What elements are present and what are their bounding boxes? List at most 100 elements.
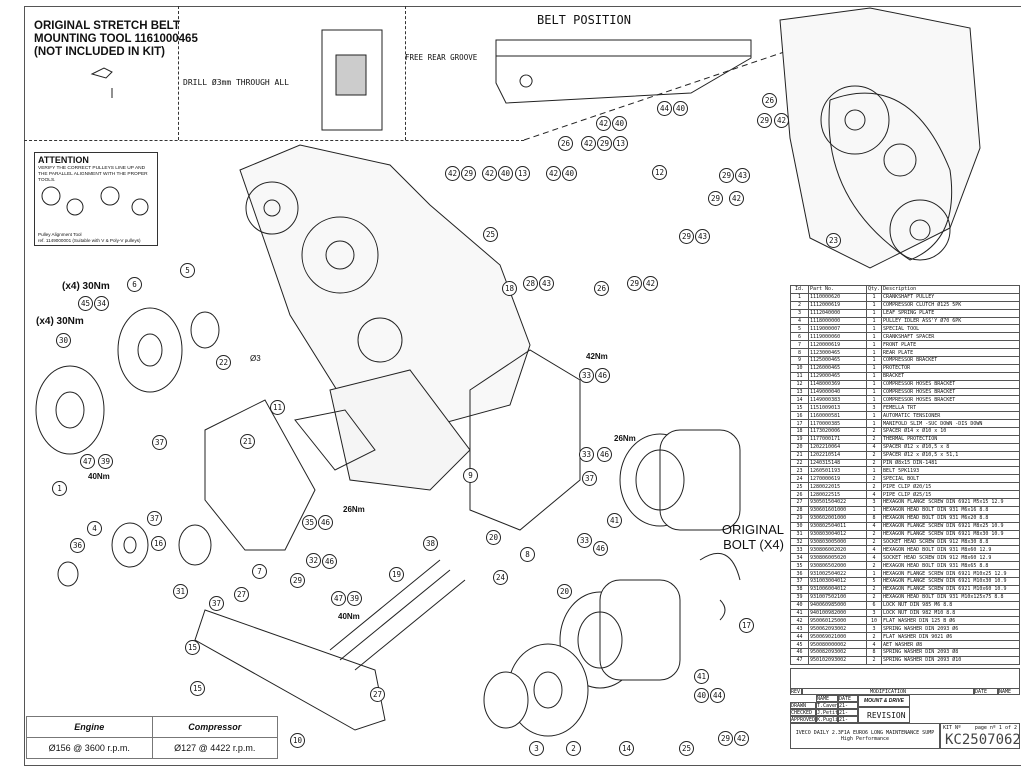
cell-part-no: 1123000465 — [808, 348, 867, 358]
cell-part-no: 940060985000 — [808, 600, 867, 610]
callout-bubble: 44 — [710, 688, 725, 703]
cell-description: COMPRESSOR HOSES BRACKET — [881, 395, 1020, 405]
cell-qty: 1 — [865, 363, 883, 373]
divider-diagonal — [523, 49, 791, 141]
cell-qty: 4 — [865, 442, 883, 452]
callout-bubble: 26 — [762, 93, 777, 108]
cell-qty: 1 — [865, 356, 883, 365]
cell-id: 41 — [790, 608, 809, 618]
approved-name: K.Puglia — [816, 716, 838, 723]
cell-qty: 4 — [865, 640, 883, 649]
callout-bubble: 32 — [306, 553, 321, 568]
cell-part-no: 1270000619 — [808, 474, 867, 484]
cell-description: HEXAGON HEAD BOLT DIN 931 M10x125x75 8.8 — [881, 592, 1020, 602]
cell-part-no: 1125000465 — [808, 356, 867, 365]
cell-part-no: 931006004012 — [808, 584, 867, 594]
cell-qty: 2 — [865, 434, 883, 444]
cell-description: REAR PLATE — [881, 348, 1020, 358]
category: MOUNT & DRIVE KITS — [858, 695, 910, 707]
cell-id: 42 — [790, 616, 809, 626]
pulley-hub-section — [335, 54, 367, 96]
revision: REVISION A — [858, 707, 910, 723]
cell-id: 26 — [790, 490, 809, 500]
cell-part-no: 930806502000 — [808, 561, 867, 571]
cell-id: 36 — [790, 569, 809, 578]
cell-part-no: 931002504022 — [808, 569, 867, 578]
torque-label: 40Nm — [338, 612, 360, 621]
cell-part-no: 1119000060 — [808, 332, 867, 342]
cell-id: 46 — [790, 647, 809, 657]
cell-qty: 3 — [865, 403, 883, 413]
cell-description: SOCKET HEAD SCREW DIN 912 M8x30 8.8 — [881, 537, 1020, 547]
compressor-original-body — [659, 429, 741, 531]
cell-description: PULLEY IDLER ASS'Y Ø70 6PK — [881, 316, 1020, 326]
engine-pulley-icon — [357, 317, 403, 363]
cell-part-no: 950060125000 — [808, 616, 867, 626]
cell-qty: 2 — [865, 529, 883, 539]
cell-id: 47 — [790, 655, 809, 665]
callout-bubble: 37 — [152, 435, 167, 450]
original-bolt-line: BOLT (X4) — [723, 537, 784, 552]
cell-id: 34 — [790, 553, 809, 563]
torque-label: 42Nm — [586, 352, 608, 361]
tool-note-line: ORIGINAL STRETCH BELT — [34, 20, 180, 32]
header-qty: Qty. — [865, 285, 883, 294]
callout-bubble: 15 — [190, 681, 205, 696]
cell-qty: 1 — [865, 569, 883, 578]
cell-part-no: 950069021000 — [808, 632, 867, 642]
callout-bubble: 42 — [445, 166, 460, 181]
callout-bubble: 29 — [718, 731, 733, 746]
cell-description: PIPE CLIP Ø25/15 — [881, 490, 1020, 500]
callout-bubble: 27 — [370, 687, 385, 702]
manifold-icon — [699, 552, 741, 621]
cell-id: 16 — [790, 411, 809, 421]
callout-bubble: 47 — [80, 454, 95, 469]
cell-qty: 5 — [865, 576, 883, 586]
cell-description: HEXAGON HEAD BOLT DIN 931 M8x60 12.9 — [881, 545, 1020, 555]
cell-qty: 2 — [865, 427, 883, 436]
cell-description: HEXAGON HEAD BOLT DIN 931 M8x65 8.8 — [881, 561, 1020, 571]
callout-bubble: 40 — [694, 688, 709, 703]
callout-bubble: 35 — [302, 515, 317, 530]
diameter-label: Ø3 — [250, 354, 261, 363]
tool-note-line: (NOT INCLUDED IN KIT) — [34, 46, 165, 58]
callout-bubble: 39 — [347, 591, 362, 606]
callout-bubble: 41 — [694, 669, 709, 684]
header-id: Id. — [790, 285, 809, 294]
cell-description: MANIFOLD SLIM -SUC DOWN -DIS DOWN — [881, 419, 1020, 429]
callout-bubble: 29 — [708, 191, 723, 206]
stretch-belt-tool-note: ORIGINAL STRETCH BELT MOUNTING TOOL 1161… — [34, 20, 198, 59]
belt-view-pulley — [820, 85, 890, 155]
front-plate — [204, 399, 316, 551]
callout-bubble: 46 — [595, 368, 610, 383]
cell-description: LOCK NUT DIN 985 M6 8.8 — [881, 600, 1020, 610]
cell-qty: 1 — [865, 324, 883, 334]
callout-bubble: 42 — [596, 116, 611, 131]
callout-bubble: 43 — [539, 276, 554, 291]
cell-description: LEAF SPRING PLATE — [881, 308, 1020, 318]
callout-bubble: 33 — [579, 368, 594, 383]
cell-description: HEXAGON HEAD BOLT DIN 931 M6x20 8.8 — [881, 513, 1020, 523]
name-header: NAME — [998, 688, 1020, 695]
cell-id: 45 — [790, 640, 809, 649]
cell-id: 11 — [790, 371, 809, 381]
callout-bubble: 3 — [529, 741, 544, 756]
pulley-alignment-tool-icon — [41, 186, 149, 216]
cell-id: 3 — [790, 308, 809, 318]
divider-top-vertical-2 — [405, 6, 406, 140]
